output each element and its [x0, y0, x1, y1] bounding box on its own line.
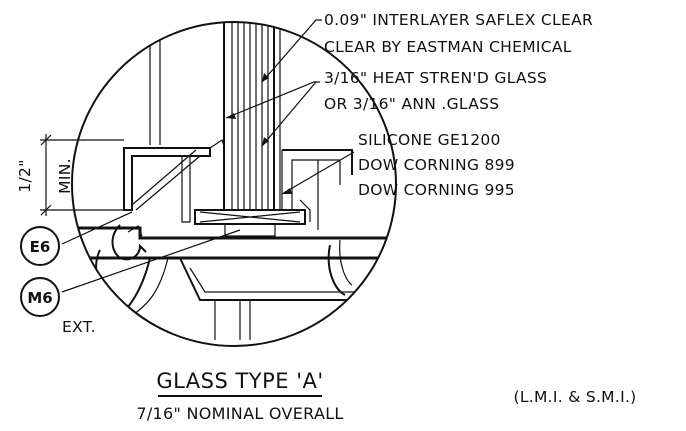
exterior-label: EXT. [62, 318, 96, 336]
leader-lines [61, 19, 355, 293]
detail-subtitle: 7/16" NOMINAL OVERALL [136, 404, 343, 423]
note-glass-line2: OR 3/16" ANN .GLASS [324, 95, 499, 113]
right-frame-profile [281, 149, 353, 230]
right-gasket [327, 239, 353, 296]
dimension-half-inch: 1/2" MIN. [16, 134, 124, 216]
detail-circle [71, 21, 397, 347]
setting-block [194, 209, 306, 237]
note-interlayer-line2: CLEAR BY EASTMAN CHEMICAL [324, 38, 572, 56]
tag-m6-text: M6 [27, 289, 52, 307]
laminated-glass [223, 22, 281, 210]
note-sealant-line1: SILICONE GE1200 [358, 131, 501, 149]
note-interlayer-line1: 0.09" INTERLAYER SAFLEX CLEAR [324, 11, 593, 29]
scope-label: (L.M.I. & S.M.I.) [513, 388, 636, 406]
note-sealant-line3: DOW CORNING 995 [358, 181, 515, 199]
dimension-value: 1/2" [16, 159, 34, 192]
tag-m6: M6 [20, 277, 60, 317]
note-sealant-line2: DOW CORNING 899 [358, 156, 515, 174]
dimension-qualifier: MIN. [56, 158, 74, 194]
note-glass-line1: 3/16" HEAT STREN'D GLASS [324, 69, 547, 87]
tag-e6: E6 [20, 226, 60, 266]
tag-e6-text: E6 [30, 238, 51, 256]
detail-title: GLASS TYPE 'A' [156, 369, 323, 393]
section-contents [72, 22, 396, 340]
